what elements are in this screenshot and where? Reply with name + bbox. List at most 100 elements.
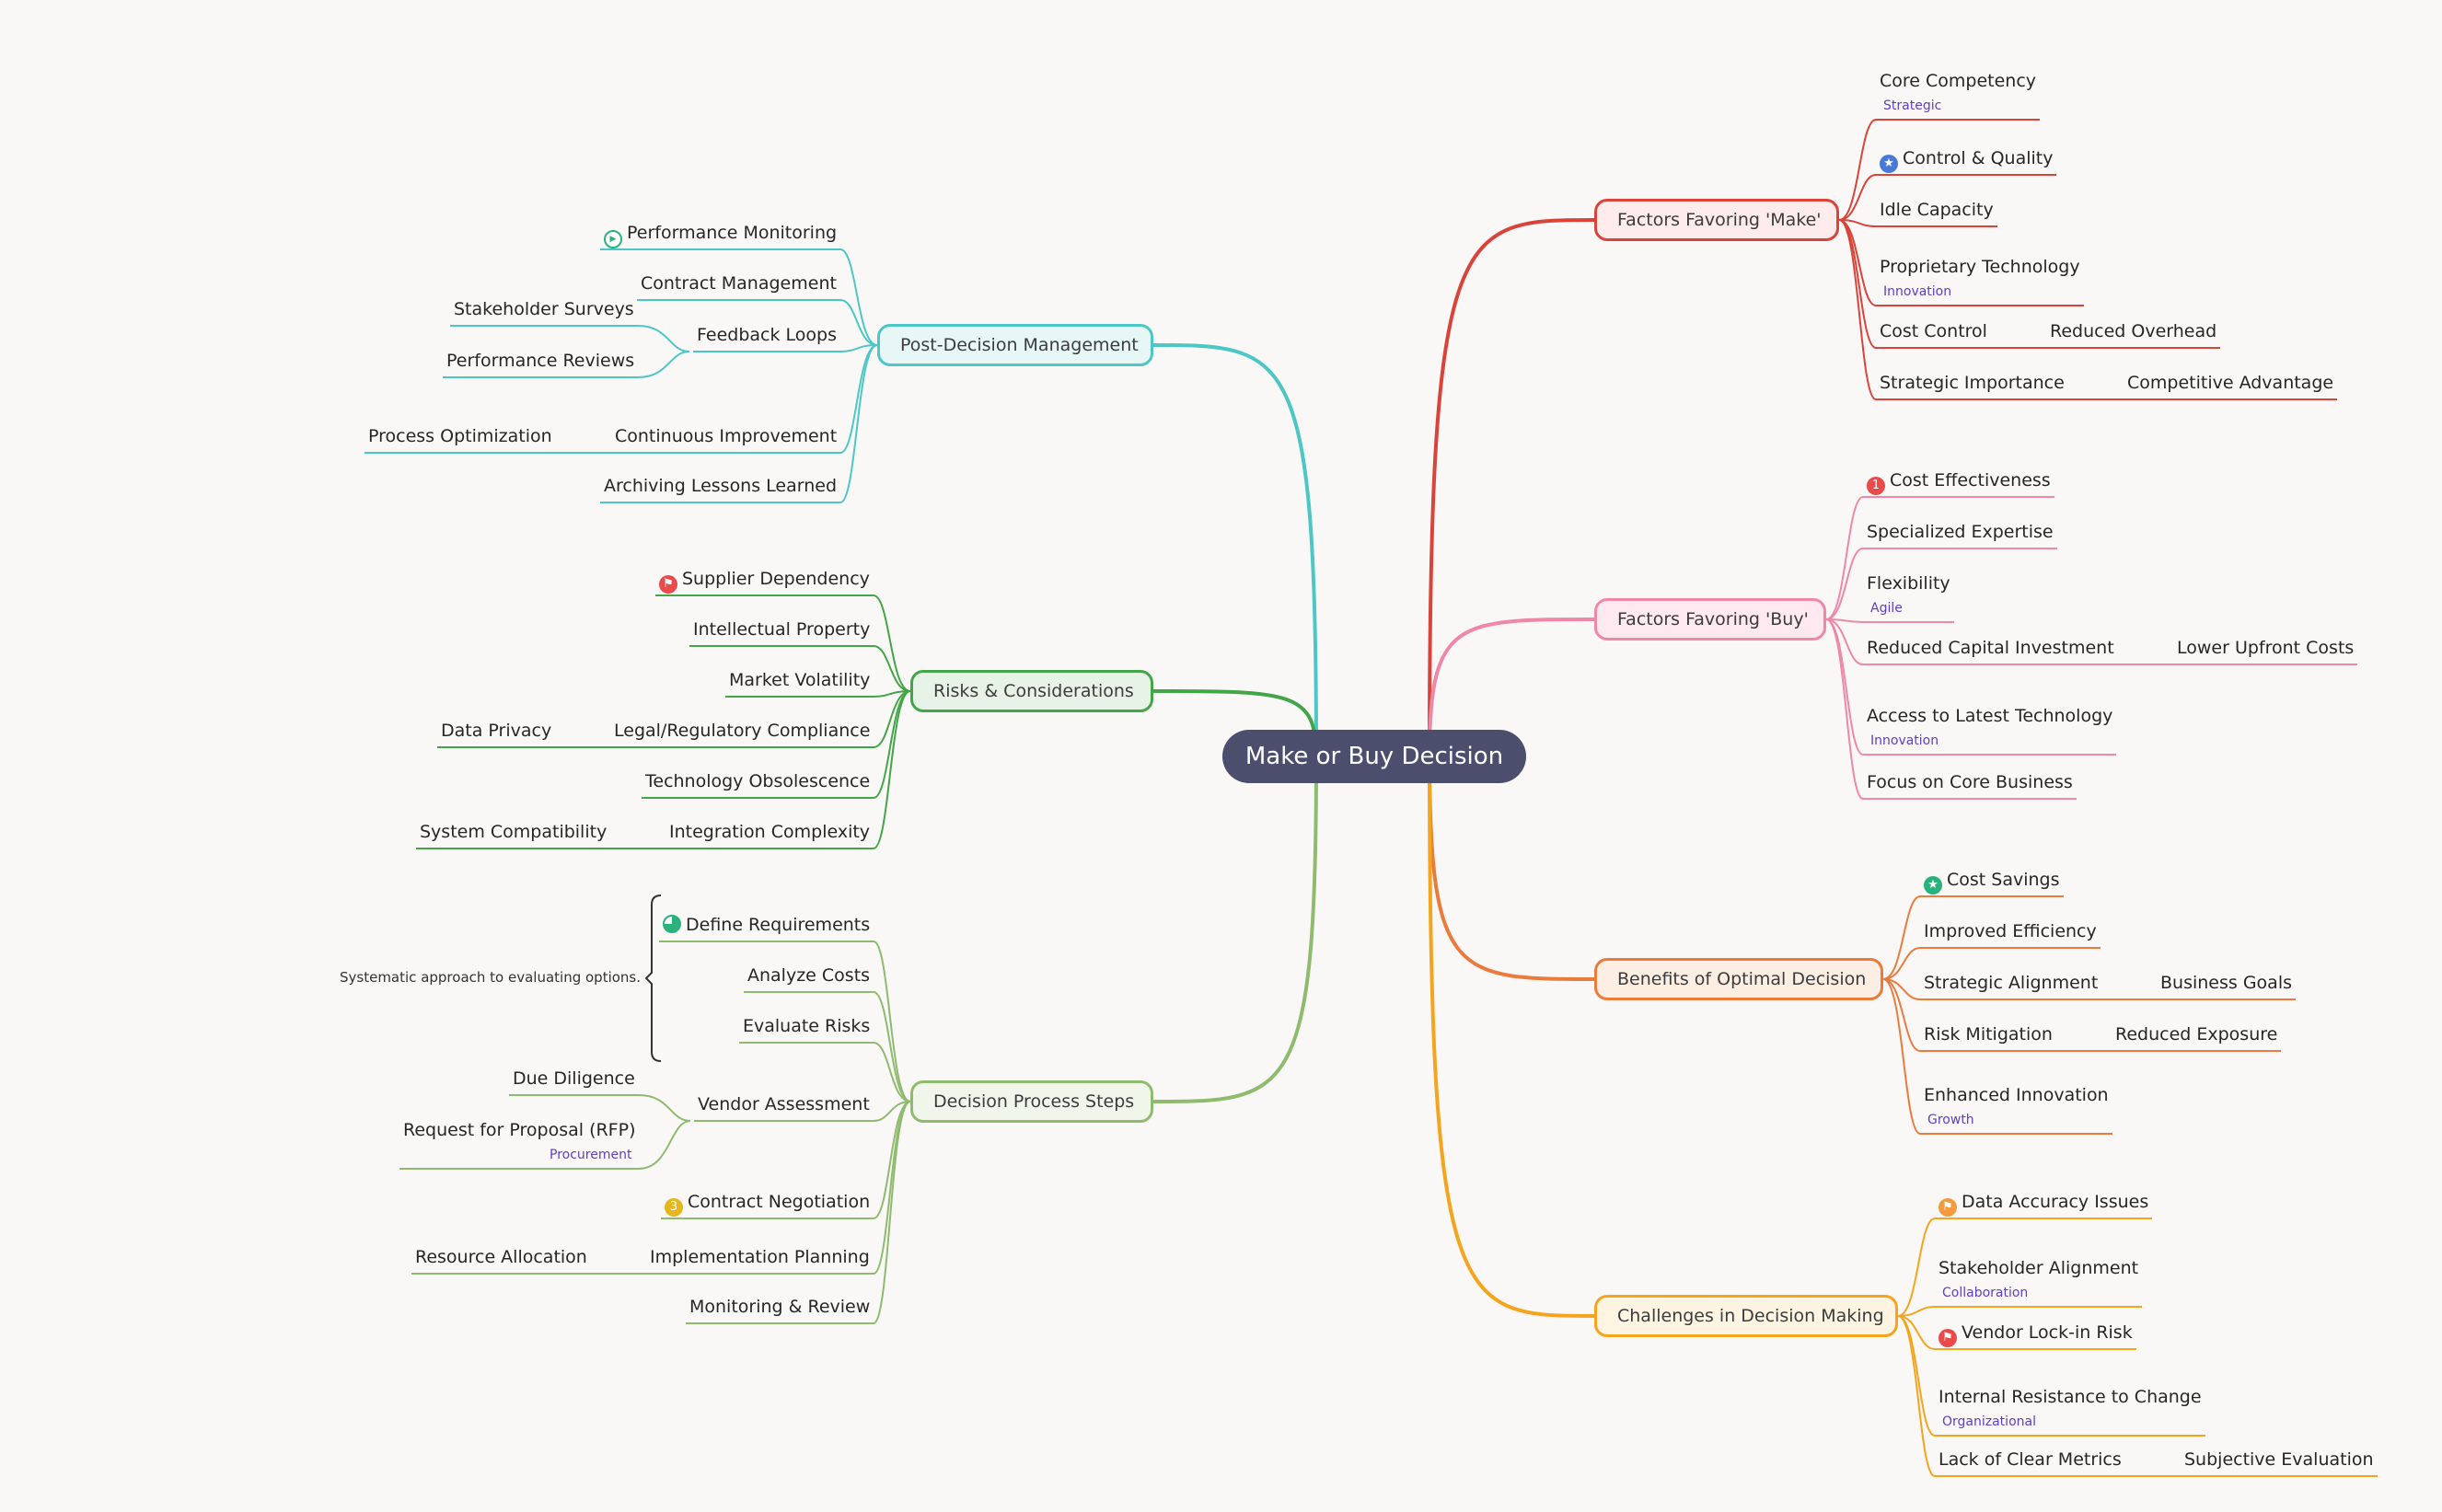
risks-item[interactable]: Legal/Regulatory Compliance	[614, 720, 870, 742]
risks-item[interactable]: Integration Complexity	[669, 821, 870, 843]
risks-branch-node[interactable]: Risks & Considerations	[910, 670, 1153, 712]
post-item[interactable]: Continuous Improvement	[615, 425, 837, 447]
post-trunk-line	[1152, 343, 1318, 757]
challenges-item-connector	[1897, 1306, 1936, 1317]
post-item[interactable]: ▶Performance Monitoring	[604, 222, 837, 248]
buy-item[interactable]: Reduced Capital Investment	[1867, 637, 2114, 659]
risks-item[interactable]: Market Volatility	[729, 669, 870, 691]
make-item[interactable]: ★Control & Quality	[1880, 147, 2053, 173]
make-child-item[interactable]: Competitive Advantage	[2127, 373, 2334, 393]
steps-item[interactable]: Implementation Planning	[650, 1246, 870, 1268]
steps-item[interactable]: Analyze Costs	[747, 964, 870, 987]
node-label-text: Intellectual Property	[693, 619, 871, 640]
steps-item[interactable]: Evaluate Risks	[743, 1015, 870, 1037]
make-item[interactable]: Cost Control	[1880, 320, 1987, 342]
steps-branch-node[interactable]: Decision Process Steps	[910, 1080, 1153, 1123]
risks-child-item[interactable]: Data Privacy	[441, 721, 552, 741]
risks-item-connector	[873, 690, 911, 849]
steps-child-item[interactable]: Due Diligence	[513, 1068, 635, 1089]
steps-item-connector	[873, 1101, 911, 1324]
make-item[interactable]: Idle Capacity	[1880, 199, 1994, 221]
benefits-child-item[interactable]: Reduced Exposure	[2115, 1024, 2278, 1045]
buy-branch-node[interactable]: Factors Favoring 'Buy'	[1594, 598, 1826, 641]
post-item[interactable]: Archiving Lessons Learned	[604, 475, 837, 497]
buy-item-connector	[1825, 548, 1864, 620]
challenges-trunk-line	[1428, 756, 1595, 1318]
post-child-connector	[637, 351, 690, 378]
node-label-text: Evaluate Risks	[743, 1016, 871, 1036]
node-label-text: Performance Monitoring	[627, 223, 838, 243]
risks-item-connector	[873, 690, 911, 748]
benefits-item[interactable]: Improved Efficiency	[1924, 920, 2097, 942]
buy-item[interactable]: Focus on Core Business	[1867, 771, 2073, 793]
benefits-item[interactable]: ★Cost Savings	[1924, 869, 2060, 895]
benefits-child-item[interactable]: Business Goals	[2160, 973, 2292, 993]
risks-item[interactable]: Intellectual Property	[693, 618, 870, 641]
node-label-text: Enhanced Innovation	[1924, 1085, 2109, 1105]
buy-item-connector	[1825, 618, 1864, 665]
node-label-text: Proprietary Technology	[1880, 257, 2080, 277]
challenges-item-connector	[1897, 1218, 1936, 1317]
node-label-text: Strategic Importance	[1880, 373, 2065, 393]
steps-child-item[interactable]: Resource Allocation	[415, 1247, 587, 1267]
buy-item[interactable]: Specialized Expertise	[1867, 521, 2054, 543]
node-label-text: Cost Control	[1880, 321, 1987, 341]
steps-item[interactable]: Monitoring & Review	[689, 1296, 870, 1318]
challenges-item[interactable]: Lack of Clear Metrics	[1939, 1449, 2122, 1471]
node-label-text: Contract Management	[641, 273, 837, 294]
node-tag: Agile	[1870, 601, 1903, 616]
challenges-item[interactable]: Stakeholder Alignment	[1939, 1257, 2138, 1279]
make-item[interactable]: Proprietary Technology	[1880, 256, 2080, 278]
buy-item[interactable]: Access to Latest Technology	[1867, 705, 2112, 727]
node-label-text: Control & Quality	[1903, 148, 2054, 168]
risks-item[interactable]: ⚑Supplier Dependency	[659, 568, 870, 594]
node-label-text: Stakeholder Alignment	[1939, 1258, 2139, 1278]
risks-child-item[interactable]: System Compatibility	[420, 822, 608, 842]
post-child-item[interactable]: Process Optimization	[368, 426, 552, 446]
node-label-text: Specialized Expertise	[1867, 522, 2054, 542]
make-child-item[interactable]: Reduced Overhead	[2050, 321, 2217, 341]
node-label-text: Monitoring & Review	[689, 1297, 871, 1317]
buy-item[interactable]: Flexibility	[1867, 572, 1950, 594]
node-label-text: Strategic Alignment	[1924, 973, 2099, 993]
post-branch-node[interactable]: Post-Decision Management	[877, 324, 1153, 366]
challenges-item[interactable]: ⚑Data Accuracy Issues	[1939, 1191, 2148, 1217]
node-label-text: Cost Effectiveness	[1890, 470, 2051, 491]
node-label-text: Data Accuracy Issues	[1962, 1192, 2149, 1212]
post-child-item[interactable]: Stakeholder Surveys	[454, 299, 634, 319]
node-tag: Collaboration	[1942, 1286, 2029, 1300]
post-item[interactable]: Feedback Loops	[697, 324, 837, 346]
summary-note[interactable]: Systematic approach to evaluating option…	[340, 969, 642, 986]
benefits-item[interactable]: Strategic Alignment	[1924, 972, 2098, 994]
make-item[interactable]: Core Competency	[1880, 70, 2036, 92]
central-topic[interactable]: Make or Buy Decision	[1222, 730, 1526, 783]
benefits-branch-node[interactable]: Benefits of Optimal Decision	[1594, 958, 1883, 1000]
challenges-item[interactable]: ⚑Vendor Lock-in Risk	[1939, 1322, 2133, 1347]
post-item[interactable]: Contract Management	[641, 272, 837, 294]
steps-child-item[interactable]: Request for Proposal (RFP)	[403, 1120, 636, 1140]
steps-item[interactable]: Define Requirements	[663, 914, 870, 936]
steps-item[interactable]: Vendor Assessment	[698, 1093, 870, 1115]
benefits-item[interactable]: Enhanced Innovation	[1924, 1084, 2109, 1106]
node-label-text: Supplier Dependency	[682, 569, 870, 589]
post-child-item[interactable]: Performance Reviews	[446, 351, 635, 371]
make-branch-node[interactable]: Factors Favoring 'Make'	[1594, 199, 1839, 241]
node-label-text: Continuous Improvement	[615, 426, 838, 446]
challenges-branch-node[interactable]: Challenges in Decision Making	[1594, 1295, 1898, 1337]
make-item-connector	[1838, 119, 1877, 221]
challenges-child-item[interactable]: Subjective Evaluation	[2184, 1449, 2374, 1470]
risks-item-connector	[873, 594, 911, 692]
benefits-item[interactable]: Risk Mitigation	[1924, 1023, 2053, 1045]
risks-item-connector	[873, 645, 911, 692]
make-item-connector	[1838, 219, 1877, 227]
progress-icon	[663, 915, 681, 933]
challenges-item[interactable]: Internal Resistance to Change	[1939, 1386, 2202, 1408]
node-label-text: Vendor Assessment	[698, 1094, 870, 1114]
buy-child-item[interactable]: Lower Upfront Costs	[2177, 638, 2355, 658]
risks-item[interactable]: Technology Obsolescence	[645, 770, 870, 792]
make-item[interactable]: Strategic Importance	[1880, 372, 2065, 394]
buy-trunk-line	[1428, 617, 1595, 757]
node-tag: Growth	[1927, 1113, 1974, 1127]
